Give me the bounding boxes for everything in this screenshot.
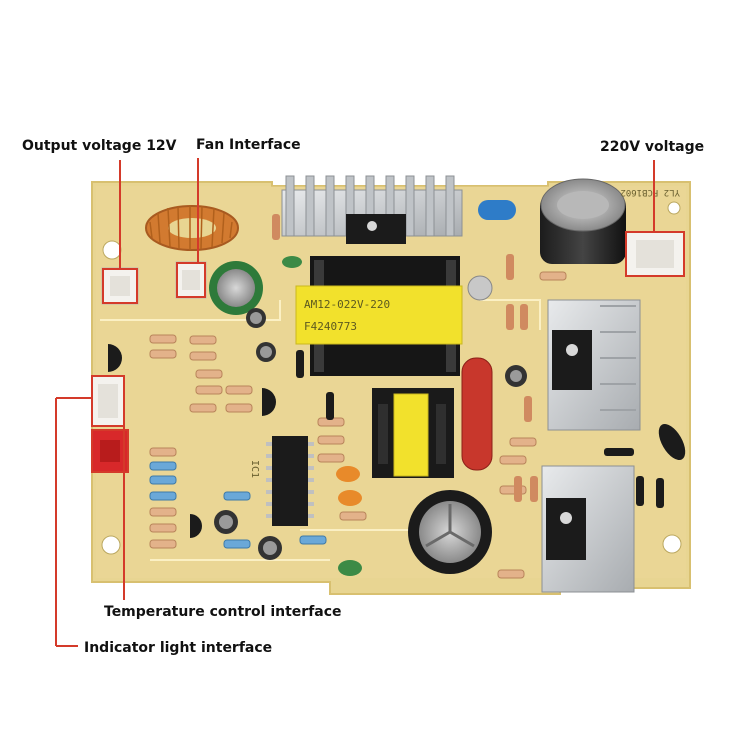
board-edge-code: YL2 PCB1602 (620, 187, 680, 197)
transformer-label-bottom: F4240773 (304, 320, 357, 333)
callout-indicator-light: Indicator light interface (84, 640, 273, 656)
toroid-coil (145, 205, 239, 251)
heatsink-right-top (547, 299, 641, 431)
callout-temperature-control: Temperature control interface (104, 604, 342, 620)
electrolytic-capacitor-bottom (408, 490, 492, 574)
blue-capacitor (478, 200, 516, 220)
callout-220v-voltage: 220V voltage (600, 139, 705, 155)
callout-output-voltage: Output voltage 12V (22, 138, 177, 154)
ic-label: IC1 (249, 460, 260, 478)
heatsink-right-bottom (541, 465, 635, 593)
green-capacitor (209, 261, 263, 315)
electrolytic-capacitor-large (540, 178, 626, 264)
diodes (296, 350, 664, 508)
callout-fan-interface: Fan Interface (196, 137, 301, 153)
transformer-label-top: AM12-022V-220 (304, 298, 390, 311)
connector-220v (625, 231, 685, 277)
connector-fan (175, 261, 207, 299)
callout-lines (55, 158, 685, 647)
transformer: AM12-022V-220 F4240773 (295, 256, 463, 376)
connector-indicator-light (91, 429, 129, 473)
heatsink-top (281, 175, 463, 244)
connector-temperature (91, 375, 125, 427)
ceramic-capacitors (282, 256, 362, 576)
small-transformer (372, 388, 454, 478)
red-resistor (461, 357, 493, 471)
ic-chip: IC1 (249, 436, 314, 526)
connector-output-12v (101, 267, 139, 305)
small-capacitors (214, 275, 527, 560)
transistors (108, 344, 686, 538)
resistors (149, 214, 567, 579)
